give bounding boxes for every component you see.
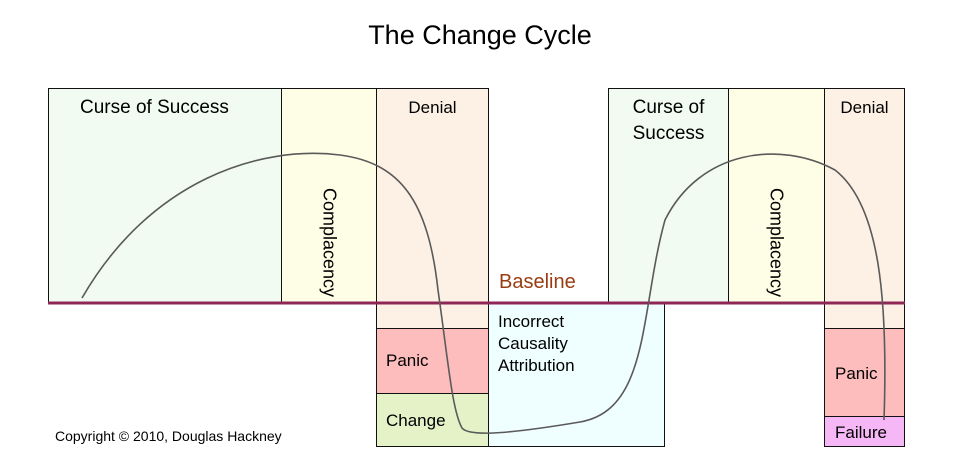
denial-box [376, 88, 489, 329]
curse-of-success-label-2: Curse of Success [632, 97, 705, 144]
failure-label: Failure [835, 423, 887, 442]
baseline-label: Baseline [499, 271, 576, 293]
incorrect-causality-label: Incorrect Causality Attribution [498, 312, 575, 375]
denial-label: Denial [408, 98, 457, 117]
change-label: Change [386, 411, 446, 430]
diagram-title: The Change Cycle [368, 20, 592, 50]
panic-label: Panic [386, 351, 429, 370]
panic-label-2: Panic [835, 364, 878, 383]
copyright-notice: Copyright © 2010, Douglas Hackney [55, 428, 282, 444]
denial-label-2: Denial [840, 98, 889, 117]
complacency-label: Complacency [319, 187, 340, 298]
curse-of-success-label: Curse of Success [80, 97, 229, 118]
complacency-label-2: Complacency [766, 187, 787, 298]
denial-box-2 [824, 88, 905, 329]
